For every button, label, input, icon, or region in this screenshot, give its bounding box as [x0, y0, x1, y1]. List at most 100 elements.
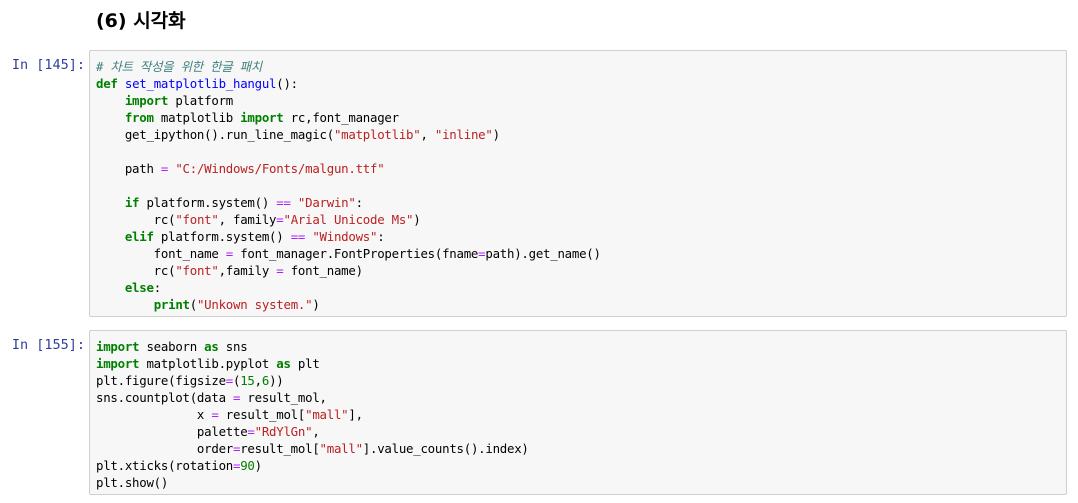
code-token: [96, 93, 125, 108]
code-line: print("Unkown system."): [96, 296, 1066, 313]
code-token: 15: [240, 373, 255, 388]
code-token: rc(: [96, 212, 176, 227]
code-token: palette: [96, 424, 248, 439]
code-line: font_name = font_manager.FontProperties(…: [96, 245, 1066, 262]
code-token: "Unkown system.": [196, 297, 313, 312]
code-token: (: [189, 297, 197, 312]
code-token: "Darwin": [297, 195, 356, 210]
code-token: =: [160, 161, 169, 176]
code-token: platform.system(): [153, 229, 291, 244]
code-token: import: [124, 93, 169, 108]
code-token: [291, 195, 298, 210]
code-token: result_mol,: [240, 390, 327, 405]
code-token: "matplotlib": [333, 127, 421, 142]
code-token: else: [124, 280, 154, 295]
code-token: x: [96, 407, 212, 422]
code-token: "RdYlGn": [254, 424, 313, 439]
code-line: x = result_mol["mall"],: [96, 406, 1066, 423]
code-token: =: [233, 441, 241, 456]
code-token: =: [233, 458, 241, 473]
code-token: font_name): [283, 263, 363, 278]
code-token: plt: [290, 356, 320, 371]
code-line: [96, 177, 1066, 194]
code-token: ): [312, 297, 320, 312]
code-token: :: [153, 280, 161, 295]
code-token: ,: [312, 424, 320, 439]
code-token: =: [211, 407, 219, 422]
code-token: sns.countplot(data: [96, 390, 233, 405]
code-token: as: [276, 356, 291, 371]
code-line: palette="RdYlGn",: [96, 423, 1066, 440]
code-token: ==: [290, 229, 306, 244]
code-line: if platform.system() == "Darwin":: [96, 194, 1066, 211]
code-token: rc,font_manager: [283, 110, 399, 125]
code-token: import: [96, 356, 140, 371]
code-token: =: [233, 390, 241, 405]
code-token: "Windows": [312, 229, 378, 244]
code-token: =: [478, 246, 486, 261]
code-token: print: [153, 297, 190, 312]
code-token: "mall": [305, 407, 349, 422]
code-token: elif: [124, 229, 154, 244]
code-token: "inline": [434, 127, 493, 142]
code-line: rc("font",family = font_name): [96, 262, 1066, 279]
code-token: as: [204, 339, 219, 354]
code-token: font_name: [96, 246, 226, 261]
code-token: plt.show(): [96, 475, 169, 490]
code-token: [118, 76, 125, 91]
code-token: from: [124, 110, 154, 125]
section-heading: (6) 시각화: [96, 10, 186, 32]
code-token: def: [96, 76, 118, 91]
code-token: [96, 297, 154, 312]
code-token: ,: [254, 373, 262, 388]
code-token: sns: [218, 339, 248, 354]
code-token: =: [225, 246, 233, 261]
code-token: rc(: [96, 263, 176, 278]
code-token: "font": [175, 212, 219, 227]
code-token: ():: [276, 76, 298, 91]
code-token: ,family: [218, 263, 277, 278]
code-token: , family: [218, 212, 277, 227]
code-token: =: [247, 424, 255, 439]
code-token: get_ipython().run_line_magic(: [96, 127, 334, 142]
code-token: =: [225, 373, 233, 388]
code-line: from matplotlib import rc,font_manager: [96, 109, 1066, 126]
cell-prompt: In [155]:: [11, 337, 85, 353]
code-token: [96, 110, 125, 125]
cell-prompt: In [145]:: [11, 57, 85, 73]
code-token: order: [96, 441, 233, 456]
code-token: # 차트 작성을 위한 한글 패치: [96, 59, 262, 74]
code-token: ): [492, 127, 500, 142]
code-line: plt.show(): [96, 474, 1066, 491]
code-token: platform.system(): [139, 195, 277, 210]
code-token: import: [240, 110, 284, 125]
code-token: [96, 280, 125, 295]
code-token: [96, 195, 125, 210]
code-line: import platform: [96, 92, 1066, 109]
code-token: platform: [168, 93, 233, 108]
code-token: :: [377, 229, 385, 244]
code-line: import matplotlib.pyplot as plt: [96, 355, 1066, 372]
code-line: else:: [96, 279, 1066, 296]
code-token: )): [269, 373, 284, 388]
code-token: ,: [420, 127, 435, 142]
code-line: plt.figure(figsize=(15,6)): [96, 372, 1066, 389]
code-token: plt.figure(figsize: [96, 373, 226, 388]
code-token: "C:/Windows/Fonts/malgun.ttf": [175, 161, 385, 176]
code-token: import: [96, 339, 140, 354]
code-token: :: [355, 195, 363, 210]
code-token: result_mol[: [218, 407, 306, 422]
code-token: if: [124, 195, 140, 210]
code-token: =: [276, 263, 284, 278]
code-token: plt.xticks(rotation: [96, 458, 233, 473]
code-token: "mall": [319, 441, 364, 456]
code-line: plt.xticks(rotation=90): [96, 457, 1066, 474]
code-line: [96, 143, 1066, 160]
code-token: font_manager.FontProperties(fname: [233, 246, 479, 261]
code-token: "font": [175, 263, 219, 278]
code-token: ],: [348, 407, 363, 422]
